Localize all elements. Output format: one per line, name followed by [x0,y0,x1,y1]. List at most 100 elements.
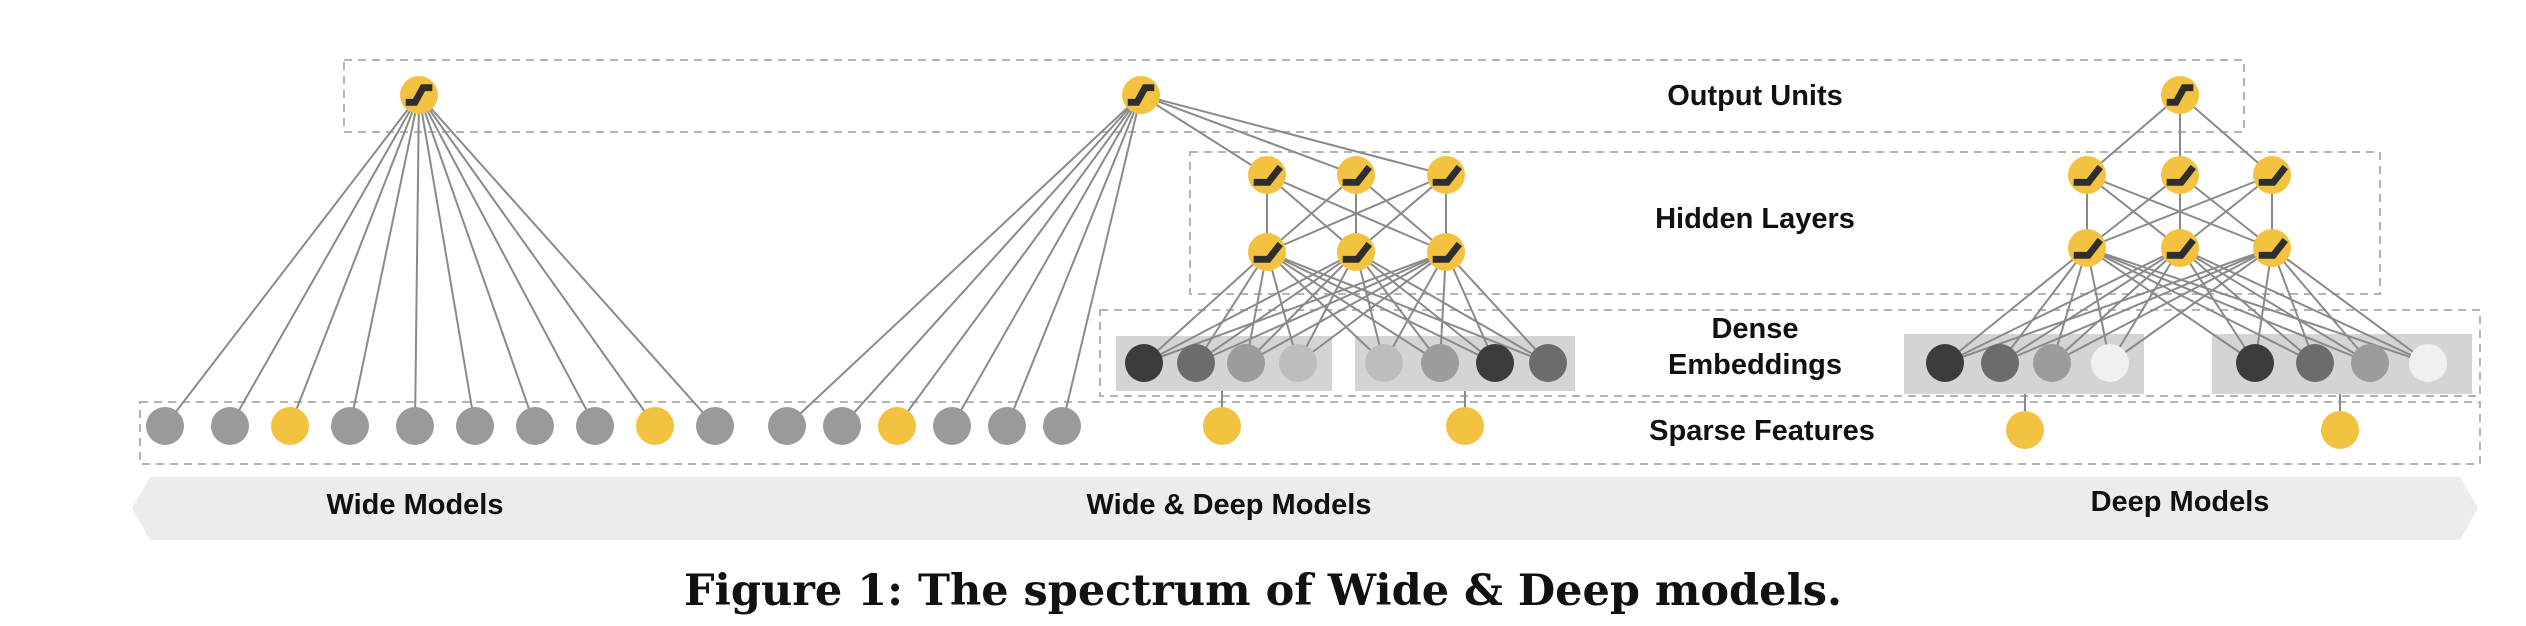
output-units-label: Output Units [1667,80,1843,112]
sparse-feature-active [271,407,309,445]
sparse-feature [516,407,554,445]
connection-line [1355,251,1496,364]
embedding-unit [1981,344,2019,382]
connection-line [1355,251,1385,364]
sparse-feature [331,407,369,445]
connection-line [229,94,420,427]
relu-icon [2161,156,2199,194]
sparse-feature [456,407,494,445]
sparse-feature-active [1203,407,1241,445]
wide-deep-models-label: Wide & Deep Models [1087,489,1372,521]
connection-line [418,94,536,427]
embedding-unit [1227,344,1265,382]
connection-line [1006,94,1142,427]
connection-line [1999,247,2181,364]
connection-line [1245,251,1447,364]
connection-line [1266,251,1441,364]
connection-line [951,94,1142,427]
embedding-unit [1529,344,1567,382]
dense-embeddings-label-line2: Embeddings [1668,349,1842,381]
sparse-feature [768,407,806,445]
connection-line [418,94,716,427]
connection-line [841,94,1142,427]
sparse-feature-active [878,407,916,445]
connection-line [2051,247,2088,364]
connection-line [349,94,420,427]
connection-line [1195,251,1447,364]
connection-line [1355,251,1441,364]
relu-icon [1248,156,1286,194]
sigmoid-icon [2161,76,2199,114]
sparse-feature-active [1446,407,1484,445]
connection-line [2271,247,2429,364]
network-nodes [146,76,2447,449]
relu-icon [1337,233,1375,271]
relu-icon [1337,156,1375,194]
connection-line [1061,94,1142,427]
connection-line [1999,247,2273,364]
relu-icon [2253,229,2291,267]
connection-line [1445,251,1496,364]
sparse-feature [146,407,184,445]
connection-line [2086,174,2273,249]
connection-line [2086,247,2316,364]
connection-line [1383,251,1447,364]
connection-line [418,94,596,427]
connection-line [1140,94,1357,176]
connection-line [2179,247,2316,364]
embedding-unit [1125,344,1163,382]
connection-line [2086,247,2256,364]
sparse-feature-active [636,407,674,445]
sigmoid-icon [400,76,438,114]
connection-line [2051,247,2181,364]
connection-line [1297,251,1447,364]
sparse-feature [823,407,861,445]
connection-line [1266,251,1549,364]
connection-line [2179,94,2273,176]
embedding-unit [1476,344,1514,382]
connection-line [2179,247,2371,364]
connection-line [1195,251,1268,364]
connection-line [1297,251,1357,364]
connection-line [2051,247,2273,364]
connection-line [2179,247,2429,364]
embedding-unit [2091,344,2129,382]
connection-line [1445,251,1549,364]
sparse-feature [576,407,614,445]
connection-line [2086,247,2429,364]
connection-line [896,94,1142,427]
embedding-unit [2296,344,2334,382]
connection-line [1266,251,1299,364]
connection-line [1355,251,1549,364]
relu-icon [2068,229,2106,267]
sparse-feature-active [2321,411,2359,449]
connection-line [289,94,420,427]
connection-line [2179,247,2256,364]
relu-icon [2253,156,2291,194]
connection-line [2086,94,2181,176]
embedding-unit [2236,344,2274,382]
connection-line [2086,247,2111,364]
embedding-unit [2409,344,2447,382]
relu-icon [1427,233,1465,271]
relu-icon [1427,156,1465,194]
connection-line [418,94,656,427]
connection-line [2271,247,2371,364]
sparse-feature [396,407,434,445]
embedding-unit [2033,344,2071,382]
connection-line [2109,247,2181,364]
sparse-feature [211,407,249,445]
connection-line [2179,174,2273,249]
figure-caption: Figure 1: The spectrum of Wide & Deep mo… [684,566,1842,616]
output-units-box [343,59,2245,133]
connection-line [1140,94,1268,176]
connection-line [1143,251,1268,364]
connection-lines [164,94,2429,430]
deep-models-label: Deep Models [2091,486,2270,518]
embedding-unit [1177,344,1215,382]
connection-line [2086,247,2371,364]
embedding-unit [1421,344,1459,382]
model-spectrum-band [132,477,2478,540]
connection-line [1266,251,1385,364]
